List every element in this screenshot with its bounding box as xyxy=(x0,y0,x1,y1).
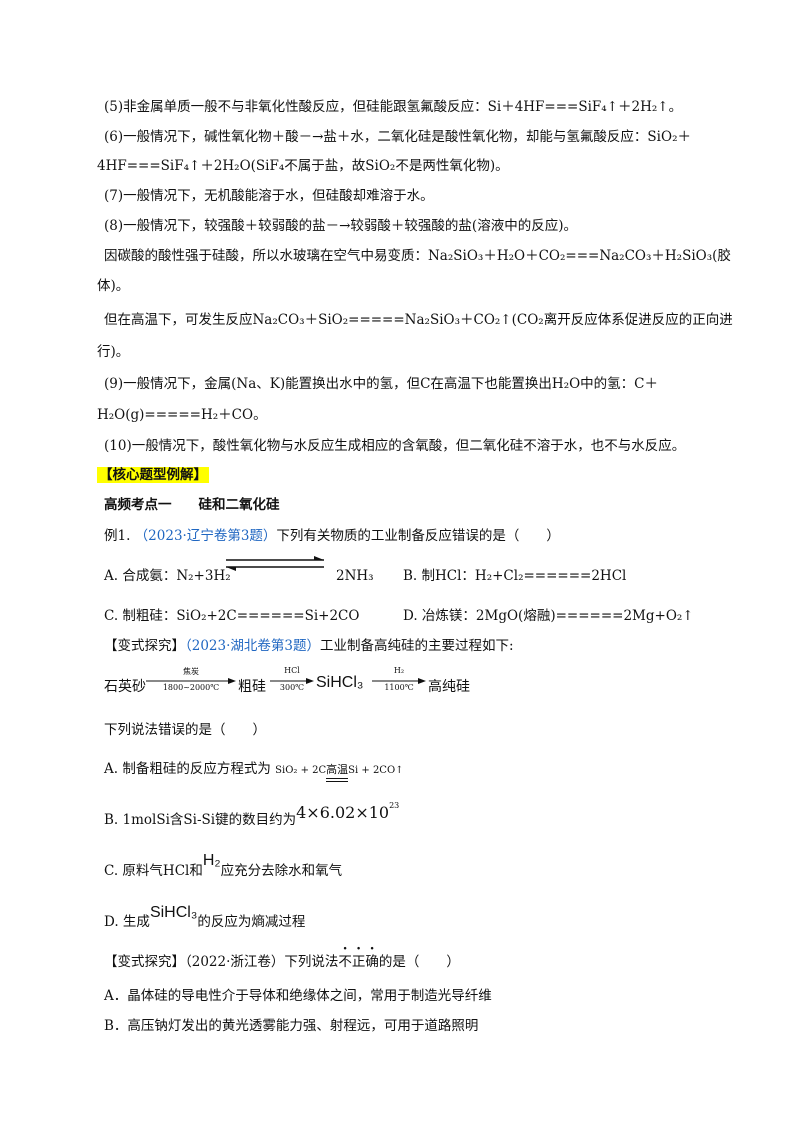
para-10: (10)一般情况下，酸性氧化物与水反应生成相应的含氧酸，但二氧化硅不溶于水，也不… xyxy=(104,438,686,454)
emphasis-char: 不 xyxy=(338,953,352,971)
variant-1-option-d: D. 生成SiHCl₃的反应为熵减过程 xyxy=(104,904,306,931)
flow-arrow-1-top: 焦炭 xyxy=(183,667,199,676)
variant-1-option-c-formula: H₂ xyxy=(202,852,221,869)
para-7: (7)一般情况下，无机酸能溶于水，但硅酸却难溶于水。 xyxy=(104,188,434,204)
eq-double-line xyxy=(326,778,349,782)
example-1-prefix: 例1. xyxy=(104,528,135,544)
variant-2-stem-after: 的是（ ） xyxy=(378,954,460,970)
variant-2-tag: 【变式探究】 xyxy=(104,954,185,970)
ex1-option-a-text: A. 合成氨：N₂+3H₂ xyxy=(104,568,231,584)
ex1-option-a-product: 2NH₃ xyxy=(336,568,374,584)
flow-arrow-2: HCl 300℃ xyxy=(270,664,314,694)
para-8-line2: 因碳酸的酸性强于硅酸，所以水玻璃在空气中易变质：Na₂SiO₃＋H₂O＋CO₂=… xyxy=(104,248,731,264)
variant-1-option-d-formula: SiHCl₃ xyxy=(149,904,198,921)
variant-1-ask: 下列说法错误的是（ ） xyxy=(104,722,266,738)
variant-2-source: （2022·浙江卷） xyxy=(185,954,285,970)
variant-1-question: 【变式探究】（2023·湖北卷第3题）工业制备高纯硅的主要过程如下: xyxy=(104,637,514,655)
arrow-right-icon xyxy=(270,678,314,684)
variant-1-option-c-text2: 应充分去除水和氧气 xyxy=(220,863,343,879)
eq-condition-label: 高温 xyxy=(326,763,349,776)
example-1-source: （2023·辽宁卷第3题） xyxy=(134,528,277,544)
variant-1-option-c-text1: C. 原料气HCl和 xyxy=(104,863,203,879)
variant-1-source: （2023·湖北卷第3题） xyxy=(185,638,320,654)
flow-arrow-1-bottom: 1800~2000℃ xyxy=(162,683,220,692)
section-tag-text: 【核心题型例解】 xyxy=(97,467,209,483)
variant-1-option-b-exp: 23 xyxy=(389,801,400,810)
variant-1-option-a-text: A. 制备粗硅的反应方程式为 xyxy=(104,761,271,777)
emphasis-char: 正 xyxy=(352,953,366,971)
flow-arrow-3: H₂ 1100℃ xyxy=(372,664,426,694)
flow-arrow-2-top: HCl xyxy=(284,666,300,675)
flow-arrow-2-bottom: 300℃ xyxy=(279,683,305,692)
flow-step-sihcl3: SiHCl₃ xyxy=(316,674,364,691)
para-8-line5: 行)。 xyxy=(97,344,130,360)
variant-2-emphasis: 不正确 xyxy=(338,954,379,970)
para-9-line2: H₂O(g)=====H₂＋CO。 xyxy=(97,407,267,423)
emphasis-char: 确 xyxy=(365,953,379,971)
flow-step-quartz: 石英砂 xyxy=(104,679,146,695)
flow-arrow-3-top: H₂ xyxy=(393,666,405,675)
para-5: (5)非金属单质一般不与非氧化性酸反应，但硅能跟氢氟酸反应：Si＋4HF===S… xyxy=(104,99,683,115)
section-tag: 【核心题型例解】 xyxy=(97,466,209,484)
ex1-option-c: C. 制粗硅：SiO₂+2C======Si+2CO xyxy=(104,608,360,624)
example-1-question: 例1. （2023·辽宁卷第3题）下列有关物质的工业制备反应错误的是（ ） xyxy=(104,527,560,545)
variant-1-tag: 【变式探究】 xyxy=(104,638,185,654)
eq-right: Si + 2CO↑ xyxy=(348,765,404,776)
variant-2-stem-before: 下列说法 xyxy=(284,954,339,970)
para-6-line1: (6)一般情况下，碱性氧化物＋酸－→盐＋水，二氧化硅是酸性氧化物，却能与氢氟酸反… xyxy=(104,129,691,145)
ex1-option-b: B. 制HCl：H₂+Cl₂======2HCl xyxy=(403,568,627,584)
variant-2-option-a: A．晶体硅的导电性介于导体和绝缘体之间，常用于制造光导纤维 xyxy=(104,988,492,1004)
flow-step-pure-si: 高纯硅 xyxy=(428,679,470,695)
variant-1-option-d-text2: 的反应为熵减过程 xyxy=(197,914,306,930)
ex1-option-d: D. 冶炼镁：2MgO(熔融)======2Mg+O₂↑ xyxy=(403,608,694,624)
flow-arrow-3-bottom: 1100℃ xyxy=(384,683,414,692)
para-6-line2: 4HF===SiF₄↑＋2H₂O(SiF₄不属于盐，故SiO₂不是两性氧化物)。 xyxy=(97,158,509,174)
process-flow: 石英砂 焦炭 1800~2000℃ 粗硅 HCl 300℃ SiHCl₃ H₂ … xyxy=(104,664,524,700)
flow-step-crude-si: 粗硅 xyxy=(238,679,266,695)
arrow-right-icon xyxy=(372,678,426,684)
eq-left: SiO₂ + 2C xyxy=(275,765,327,776)
para-8-line4: 但在高温下，可发生反应Na₂CO₃＋SiO₂=====Na₂SiO₃＋CO₂↑(… xyxy=(104,312,733,328)
variant-1-stem: 工业制备高纯硅的主要过程如下: xyxy=(320,638,514,654)
variant-1-option-b-value: 4×6.02×10 xyxy=(296,803,390,822)
variant-1-option-b: B. 1molSi含Si-Si键的数目约为4×6.02×1023 xyxy=(104,802,399,829)
example-1-stem: 下列有关物质的工业制备反应错误的是（ ） xyxy=(276,528,560,544)
variant-1-option-b-text: B. 1molSi含Si-Si键的数目约为 xyxy=(104,812,297,828)
arrow-right-icon xyxy=(146,678,236,684)
topic-heading: 高频考点一 硅和二氧化硅 xyxy=(104,497,280,513)
para-8-line3: 体)。 xyxy=(97,278,130,294)
variant-1-option-d-text1: D. 生成 xyxy=(104,914,150,930)
ex1-option-a: A. 合成氨：N₂+3H₂ xyxy=(104,567,231,585)
para-8: (8)一般情况下，较强酸＋较弱酸的盐－→较弱酸＋较强酸的盐(溶液中的反应)。 xyxy=(104,218,577,234)
variant-1-option-c: C. 原料气HCl和H₂应充分去除水和氧气 xyxy=(104,852,343,880)
para-9-line1: (9)一般情况下，金属(Na、K)能置换出水中的氢，但C在高温下也能置换出H₂O… xyxy=(104,376,659,392)
flow-arrow-1: 焦炭 1800~2000℃ xyxy=(146,664,236,694)
variant-2-option-b: B．高压钠灯发出的黄光透雾能力强、射程远，可用于道路照明 xyxy=(104,1018,479,1034)
variant-2-question: 【变式探究】（2022·浙江卷）下列说法不正确的是（ ） xyxy=(104,953,460,971)
reversible-arrow-icon xyxy=(226,556,324,572)
